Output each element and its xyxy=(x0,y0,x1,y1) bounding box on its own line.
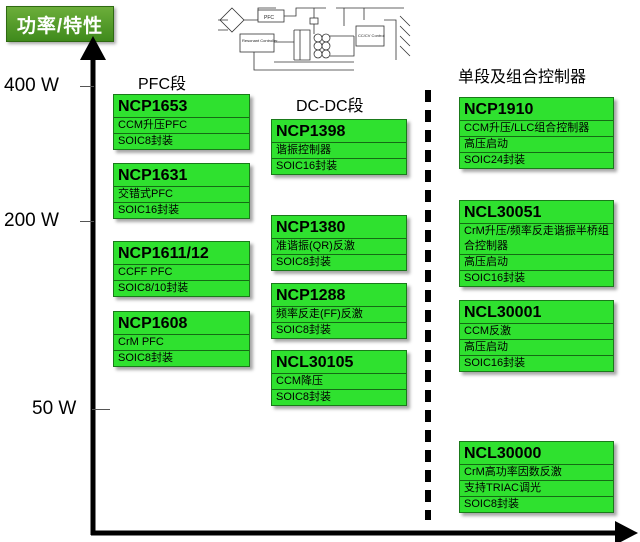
product-package: SOIC16封装 xyxy=(114,202,249,218)
product-name: NCP1631 xyxy=(118,167,188,184)
product-feature: CrM升压/频率反走谐振半桥组合控制器 xyxy=(460,223,613,254)
product-name: NCL30001 xyxy=(464,304,542,321)
y-label-50w: 50 W xyxy=(32,398,77,419)
product-package: SOIC8封装 xyxy=(272,389,406,405)
product-package: SOIC8封装 xyxy=(460,496,613,512)
product-name: NCP1398 xyxy=(276,123,346,140)
product-name: NCP1910 xyxy=(464,101,534,118)
product-feature: CCM反激 xyxy=(460,323,613,339)
schematic-label-cccv: CC/CV Control xyxy=(358,33,385,38)
product-card-ncp1910: NCP1910 CCM升压/LLC组合控制器 高压启动 SOIC24封装 xyxy=(459,97,614,169)
product-feature: 谐振控制器 xyxy=(272,142,406,158)
product-feature: CCM升压/LLC组合控制器 xyxy=(460,120,613,136)
product-package: SOIC16封装 xyxy=(460,270,613,286)
y-tick-50w xyxy=(92,409,110,410)
product-card-ncp1608: NCP1608 CrM PFC SOIC8封装 xyxy=(113,311,250,367)
product-package: SOIC8封装 xyxy=(114,133,249,149)
column-divider xyxy=(425,90,431,520)
product-package: SOIC16封装 xyxy=(460,355,613,371)
product-name: NCP1380 xyxy=(276,219,346,236)
cc-cv-control-block xyxy=(355,25,385,47)
product-feature: 高压启动 xyxy=(460,136,613,152)
product-feature: 高压启动 xyxy=(460,254,613,270)
product-feature: 支持TRIAC调光 xyxy=(460,480,613,496)
product-card-ncp1653: NCP1653 CCM升压PFC SOIC8封装 xyxy=(113,94,250,150)
product-package: SOIC8/10封装 xyxy=(114,280,249,296)
product-feature: 交错式PFC xyxy=(114,186,249,202)
y-tick-400w xyxy=(80,86,94,87)
column-label-combo: 单段及组合控制器 xyxy=(458,69,587,86)
x-axis-arrow xyxy=(615,521,638,542)
chart-title: 功率/特性 xyxy=(6,6,114,42)
product-feature: CCFF PFC xyxy=(114,264,249,280)
column-label-dcdc: DC-DC段 xyxy=(296,98,364,115)
product-name: NCL30105 xyxy=(276,354,354,371)
product-package: SOIC16封装 xyxy=(272,158,406,174)
product-package: SOIC8封装 xyxy=(272,322,406,338)
product-name: NCL30000 xyxy=(464,445,542,462)
column-label-pfc: PFC段 xyxy=(138,76,187,93)
product-feature: CrM高功率因数反激 xyxy=(460,464,613,480)
product-feature: CCM升压PFC xyxy=(114,117,249,133)
product-card-ncp1398: NCP1398 谐振控制器 SOIC16封装 xyxy=(271,119,407,175)
product-name: NCP1611/12 xyxy=(118,245,209,262)
product-card-ncl30001: NCL30001 CCM反激 高压启动 SOIC16封装 xyxy=(459,300,614,372)
product-card-ncp1380: NCP1380 准谐振(QR)反激 SOIC8封装 xyxy=(271,215,407,271)
product-card-ncl30105: NCL30105 CCM降压 SOIC8封装 xyxy=(271,350,407,406)
product-name: NCP1288 xyxy=(276,287,346,304)
product-feature: 频率反走(FF)反激 xyxy=(272,306,406,322)
schematic-label-pfc: PFC xyxy=(264,15,274,21)
product-card-ncl30000: NCL30000 CrM高功率因数反激 支持TRIAC调光 SOIC8封装 xyxy=(459,441,614,513)
product-feature: 高压启动 xyxy=(460,339,613,355)
product-card-ncp1611: NCP1611/12 CCFF PFC SOIC8/10封装 xyxy=(113,241,250,297)
circuit-schematic: PFC Resonant Controller CC/CV Control xyxy=(218,7,411,71)
resonant-controller-block xyxy=(239,33,275,53)
product-card-ncl30051: NCL30051 CrM升压/频率反走谐振半桥组合控制器 高压启动 SOIC16… xyxy=(459,200,614,287)
product-package: SOIC8封装 xyxy=(114,350,249,366)
product-package: SOIC8封装 xyxy=(272,254,406,270)
product-card-ncp1288: NCP1288 频率反走(FF)反激 SOIC8封装 xyxy=(271,283,407,339)
product-package: SOIC24封装 xyxy=(460,152,613,168)
y-tick-200w xyxy=(80,221,94,222)
y-axis-arrow xyxy=(80,36,106,60)
product-name: NCL30051 xyxy=(464,204,542,221)
y-label-400w: 400 W xyxy=(4,75,59,96)
product-feature: CCM降压 xyxy=(272,373,406,389)
y-label-200w: 200 W xyxy=(4,210,59,231)
product-feature: 准谐振(QR)反激 xyxy=(272,238,406,254)
product-card-ncp1631: NCP1631 交错式PFC SOIC16封装 xyxy=(113,163,250,219)
product-name: NCP1608 xyxy=(118,315,188,332)
schematic-label-resonant: Resonant Controller xyxy=(242,38,278,43)
product-name: NCP1653 xyxy=(118,98,188,115)
product-feature: CrM PFC xyxy=(114,334,249,350)
